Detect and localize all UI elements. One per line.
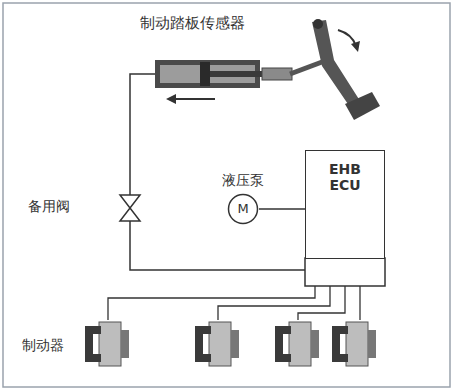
brake-pad bbox=[231, 330, 239, 358]
brake-wire bbox=[359, 286, 360, 320]
brake-caliper bbox=[332, 326, 348, 362]
part-label: 制动器 bbox=[22, 337, 64, 354]
brake-caliper bbox=[85, 326, 101, 362]
brake-pedal-pad bbox=[345, 92, 380, 120]
motion-arrowhead bbox=[351, 41, 360, 52]
pedal-sensor bbox=[262, 68, 292, 80]
ecu-box: EHB ECU bbox=[305, 150, 385, 259]
pump-circle: M bbox=[227, 193, 259, 225]
pump-node: 液压泵 M bbox=[212, 172, 274, 226]
piston bbox=[200, 62, 210, 86]
brake-pad bbox=[121, 330, 129, 358]
brake-disc bbox=[346, 322, 368, 366]
brake-pad bbox=[311, 330, 319, 358]
frame bbox=[3, 3, 450, 387]
brake-disc bbox=[289, 322, 311, 366]
backup-valve bbox=[120, 195, 140, 221]
ecu-terminal-band bbox=[305, 258, 385, 286]
part-label: 制动踏板传感器 bbox=[140, 14, 245, 32]
motion-arrow bbox=[172, 98, 215, 100]
brake-disc bbox=[209, 322, 231, 366]
motor-symbol: M bbox=[227, 193, 259, 225]
motion-arrowhead bbox=[166, 94, 176, 104]
brake-caliper bbox=[195, 326, 211, 362]
brake-wire bbox=[298, 286, 345, 320]
part-label: 备用阀 bbox=[28, 198, 70, 215]
pump-heading: 液压泵 bbox=[212, 172, 274, 190]
pedal-pivot bbox=[313, 19, 323, 29]
connector bbox=[259, 209, 305, 210]
ecu-label: EHB ECU bbox=[327, 161, 363, 193]
brake-wire bbox=[108, 286, 315, 320]
brake-wire bbox=[218, 286, 330, 320]
brake-disc bbox=[99, 322, 121, 366]
brake-pad bbox=[368, 330, 376, 358]
brake-caliper bbox=[275, 326, 291, 362]
pedal-link bbox=[290, 62, 322, 74]
hydraulic-line bbox=[130, 74, 305, 270]
